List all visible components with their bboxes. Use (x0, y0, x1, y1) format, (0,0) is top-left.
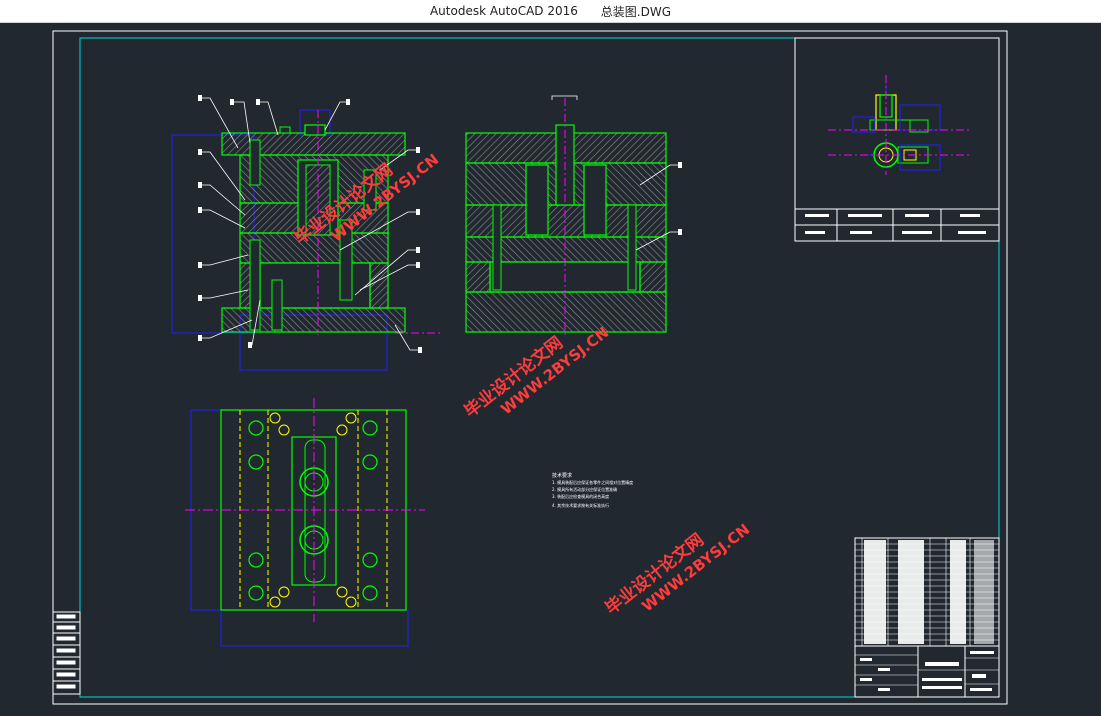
tech-note-2: 2. 模具所有活动部分应保证位置准确 (552, 486, 617, 492)
parts-list-title-block[interactable] (854, 537, 1000, 698)
tech-note-4: 4. 其余技术要求按有关标准执行 (552, 502, 609, 508)
front-section-view[interactable] (171, 95, 440, 371)
watermark-3: 毕业设计论文网 WWW.2BYSJ.CN (601, 520, 753, 619)
sheet-border (52, 30, 1008, 705)
tech-note-3: 3. 装配后应检查模具的闭合高度 (552, 493, 609, 499)
cad-drawing[interactable]: 技术要求 1. 模具装配后应保证各零件之间相对位置精度 2. 模具所有活动部分应… (0, 23, 1101, 712)
window-title-bar: Autodesk AutoCAD 2016 总装图.DWG (0, 0, 1101, 23)
side-section-view[interactable] (465, 95, 682, 335)
technical-notes: 技术要求 1. 模具装配后应保证各零件之间相对位置精度 2. 模具所有活动部分应… (552, 472, 633, 508)
tech-notes-title: 技术要求 (552, 472, 572, 479)
drawing-frame (79, 37, 1000, 698)
tech-note-1: 1. 模具装配后应保证各零件之间相对位置精度 (552, 479, 633, 485)
drawing-canvas[interactable]: 技术要求 1. 模具装配后应保证各零件之间相对位置精度 2. 模具所有活动部分应… (0, 23, 1101, 712)
app-name: Autodesk AutoCAD 2016 (429, 4, 578, 18)
part-drawing-box[interactable] (794, 37, 1000, 242)
plan-view[interactable] (185, 398, 425, 647)
file-name: 总装图.DWG (600, 4, 672, 19)
left-revision-table (52, 611, 81, 695)
